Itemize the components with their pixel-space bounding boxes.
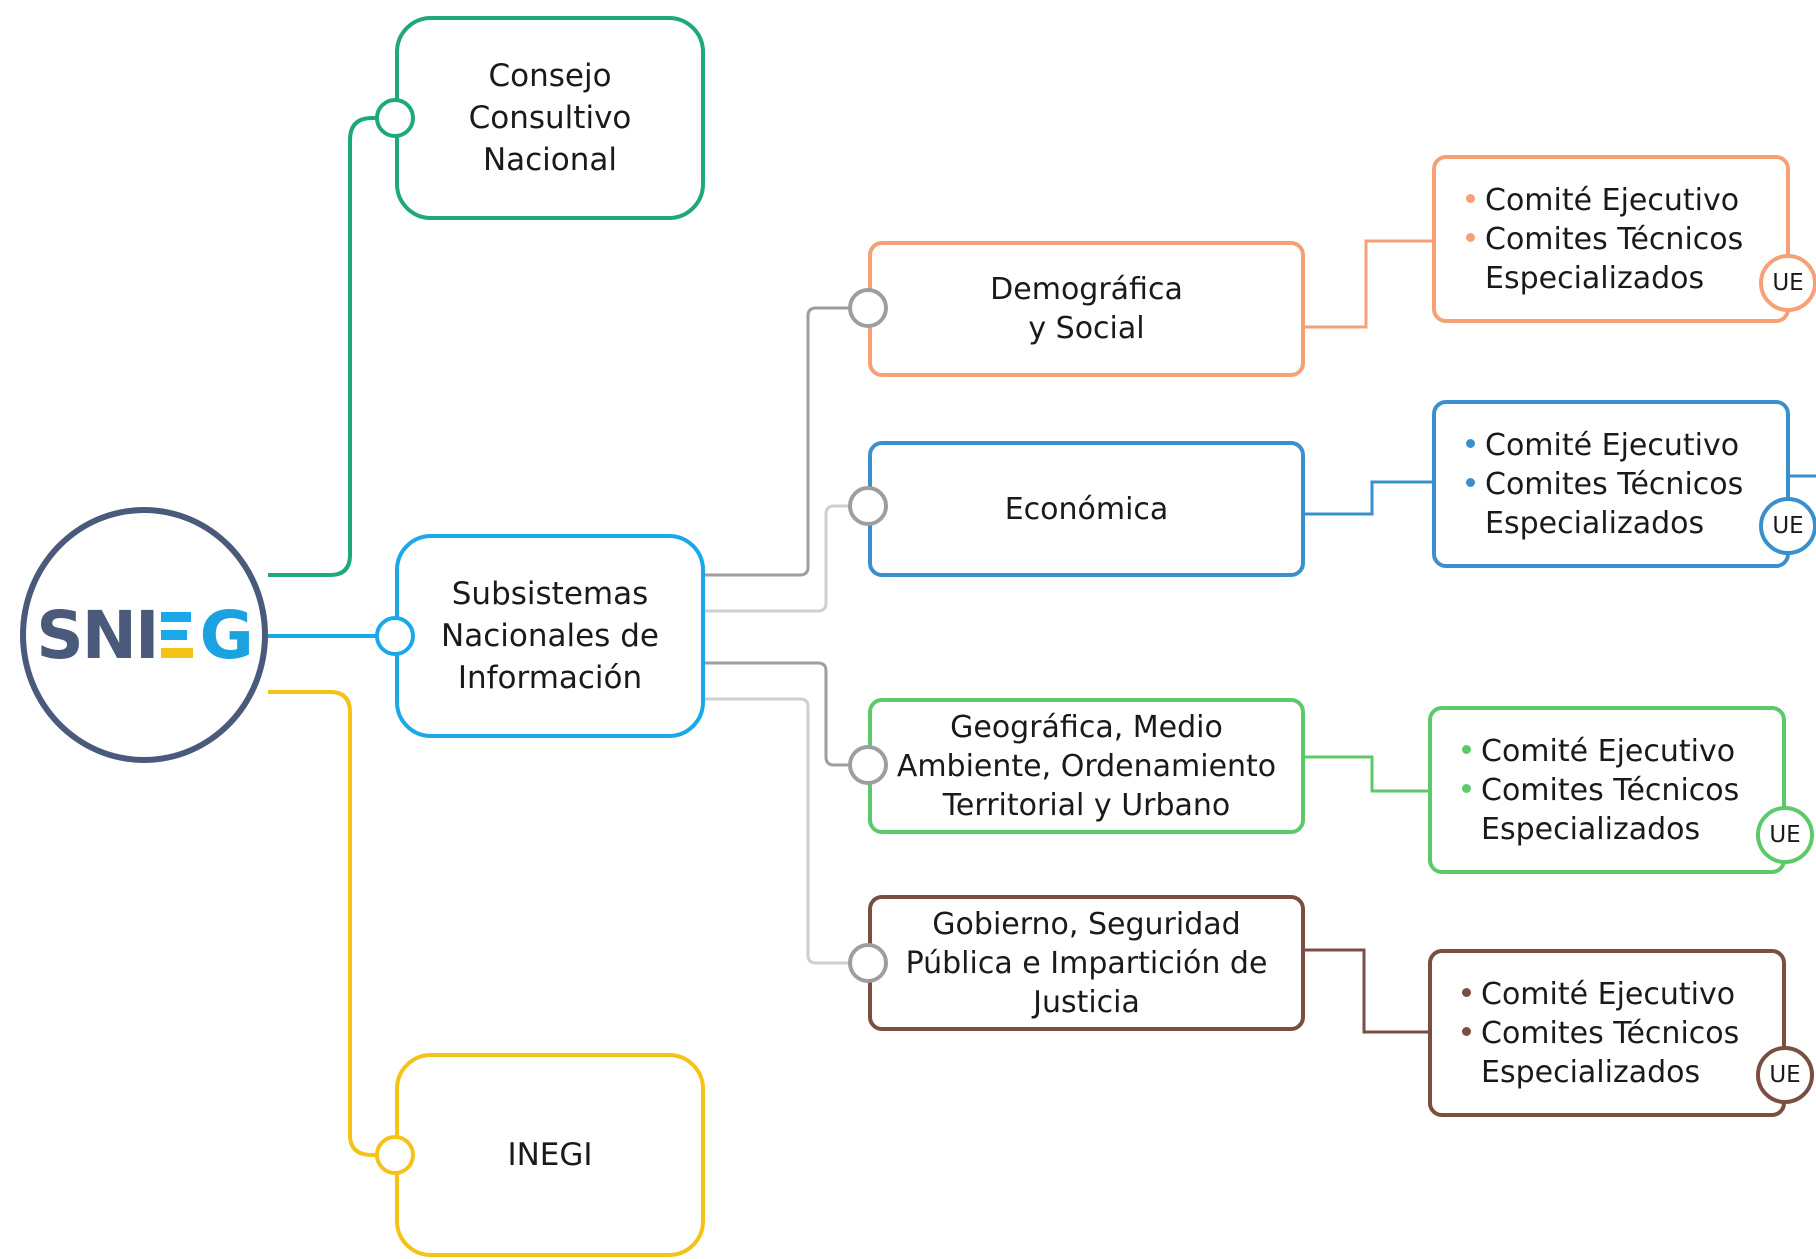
subsistemas-box: Subsistemas Nacionales de Información: [395, 534, 705, 738]
inegi-node: [375, 1135, 415, 1175]
subsystem-label: Económica: [1004, 491, 1169, 527]
consejo-node: [375, 98, 415, 138]
committee-item: Comites Técnicos: [1466, 220, 1743, 259]
subsistemas-label: Subsistemas Nacionales de Información: [441, 576, 659, 696]
logo-text-g: G: [199, 596, 254, 674]
subsystem-node: [848, 486, 888, 526]
committee-item: Comites Técnicos: [1462, 771, 1739, 810]
subsystem-node: [848, 288, 888, 328]
logo-e-bars: [160, 610, 197, 660]
subsystem-geografica: Geográfica, Medio Ambiente, Ordenamiento…: [868, 698, 1305, 834]
committee-box-demografica: Comité Ejecutivo Comites Técnicos Especi…: [1432, 155, 1790, 323]
committee-item: Especializados: [1481, 1054, 1701, 1090]
committee-item: Comites Técnicos: [1462, 1014, 1739, 1053]
committee-item: Comité Ejecutivo: [1462, 975, 1739, 1014]
committee-box-gobierno: Comité Ejecutivo Comites Técnicos Especi…: [1428, 949, 1786, 1117]
subsystem-label: Demográfica y Social: [990, 272, 1183, 346]
consejo-label: Consejo Consultivo Nacional: [468, 58, 632, 178]
committee-box-geografica: Comité Ejecutivo Comites Técnicos Especi…: [1428, 706, 1786, 874]
inegi-label: INEGI: [507, 1137, 593, 1173]
subsystem-label: Geográfica, Medio Ambiente, Ordenamiento…: [896, 709, 1277, 823]
ue-badge: UE: [1759, 497, 1816, 555]
committee-item: Comité Ejecutivo: [1466, 426, 1743, 465]
subsystem-node: [848, 745, 888, 785]
subsystem-economica: Económica: [868, 441, 1305, 577]
subsistemas-node: [375, 616, 415, 656]
committee-item: Comites Técnicos: [1466, 465, 1743, 504]
subsystem-label: Gobierno, Seguridad Pública e Impartició…: [905, 906, 1268, 1020]
logo-text-sni: SNI: [36, 596, 159, 674]
committee-item: Especializados: [1485, 505, 1705, 541]
sneig-logo: SNI G: [36, 596, 254, 674]
sneig-hub: SNI G: [20, 507, 268, 763]
ue-badge: UE: [1756, 1046, 1814, 1104]
inegi-box: INEGI: [395, 1053, 705, 1257]
subsystem-demografica: Demográfica y Social: [868, 241, 1305, 377]
subsystem-gobierno: Gobierno, Seguridad Pública e Impartició…: [868, 895, 1305, 1031]
committee-item: Especializados: [1481, 811, 1701, 847]
consejo-box: Consejo Consultivo Nacional: [395, 16, 705, 220]
committee-item: Comité Ejecutivo: [1466, 181, 1743, 220]
committee-item: Comité Ejecutivo: [1462, 732, 1739, 771]
subsystem-node: [848, 943, 888, 983]
committee-box-economica: Comité Ejecutivo Comites Técnicos Especi…: [1432, 400, 1790, 568]
ue-badge: UE: [1756, 806, 1814, 864]
committee-item: Especializados: [1485, 260, 1705, 296]
ue-badge: UE: [1759, 254, 1816, 312]
